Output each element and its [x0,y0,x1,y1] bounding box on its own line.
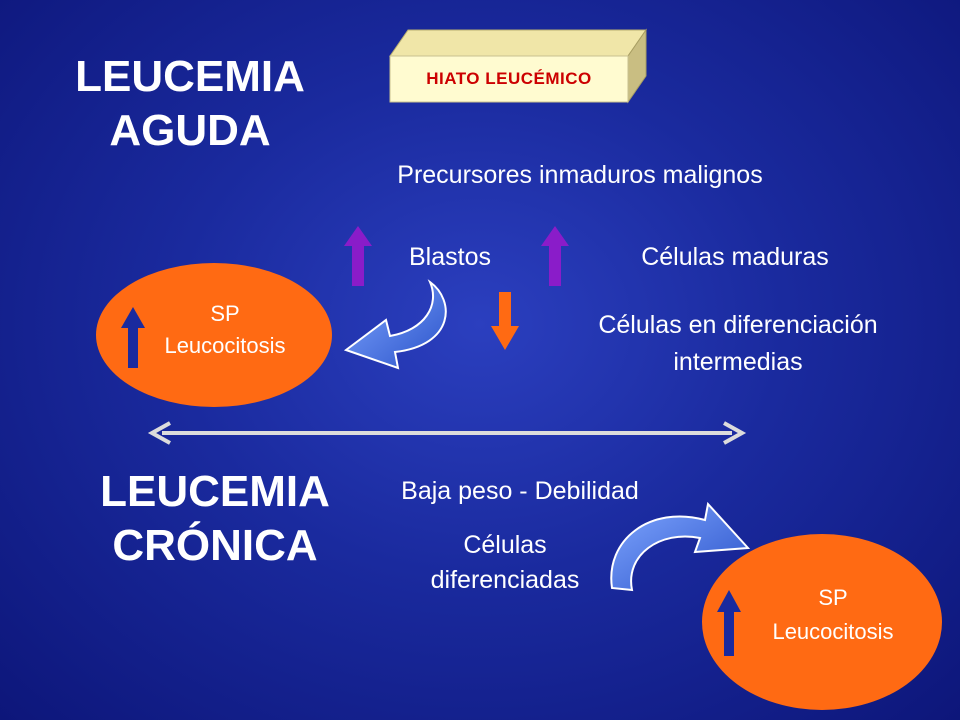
oval-cronica [702,534,942,710]
title-leucemia-cronica: LEUCEMIA CRÓNICA [100,467,330,570]
celulas-maduras-text: Células maduras [641,243,829,271]
curved-arrow-cronica [610,501,751,592]
celulas-diferenciadas-text: Células diferenciadas [430,531,580,595]
blastos-text: Blastos [409,243,491,271]
diferenciacion-text: Células en diferenciación intermedias [598,311,878,377]
title-leucemia-aguda: LEUCEMIA AGUDA [75,52,305,155]
increase-arrow-celulas-maduras [541,226,569,286]
double-arrow-divider [147,421,747,445]
hiato-box [389,28,647,104]
oval-cronica-text: SP Leucocitosis [772,585,894,644]
hiato-label: HIATO LEUCÉMICO [426,69,592,88]
curved-arrow-aguda [343,279,447,370]
baja-peso-text: Baja peso - Debilidad [401,477,639,505]
decrease-arrow-intermedias [491,292,519,350]
increase-arrow-blastos [344,226,372,286]
precursores-text: Precursores inmaduros malignos [397,161,763,189]
oval-aguda [96,263,332,407]
oval-aguda-text: SP Leucocitosis [164,301,286,358]
